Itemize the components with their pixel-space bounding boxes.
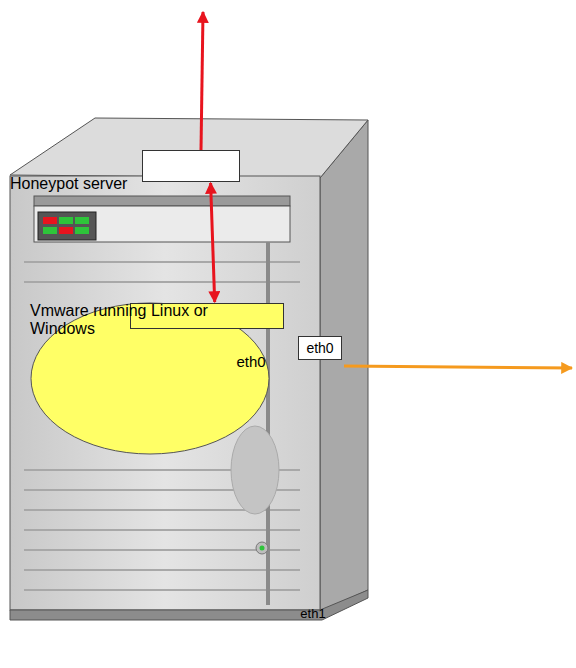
front-slats [24,262,300,590]
front-recess [231,426,279,514]
led [59,227,73,234]
slat [24,589,300,591]
interface-label: eth1 [271,606,355,622]
vm-ellipse-shape [31,303,269,454]
led [59,217,73,224]
led-panel [38,212,96,240]
server-caption: Honeypot server [10,175,320,193]
interface-label: eth0 [306,340,333,356]
front-face [10,176,320,610]
vm-label: Vmware running Linux or Windows [30,302,270,338]
led [43,217,57,224]
drive-panel [34,206,290,242]
power-led [260,546,265,551]
server-housing: eth1eth0Vmware running Linux or Windowse… [10,175,320,610]
led [75,217,89,224]
slat [24,281,300,283]
lan-arrow [344,366,572,368]
slat [24,261,300,263]
slat [24,529,300,531]
slat [24,569,300,571]
led [43,227,57,234]
uplink-arrow [201,12,203,150]
drive-bay [34,196,290,206]
network-link [211,183,215,302]
led [75,227,89,234]
power-button [256,542,268,554]
vm-ellipse: eth0Vmware running Linux or Windows [30,302,270,455]
interface-box: eth0 [298,336,342,360]
interface-box: eth1 [142,150,240,182]
